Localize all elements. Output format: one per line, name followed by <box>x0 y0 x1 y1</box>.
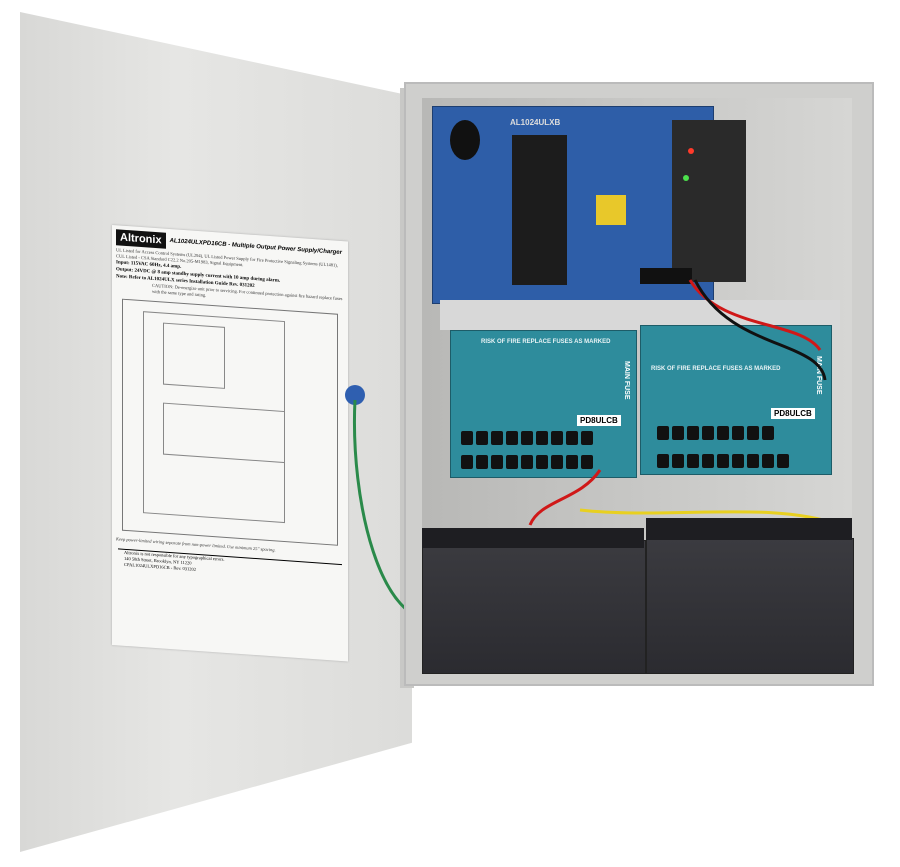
ground-terminal-door <box>345 385 365 405</box>
terminal-block <box>657 426 774 440</box>
battery-left-top <box>422 528 644 548</box>
heatsink <box>672 120 746 282</box>
terminal-block <box>461 431 593 445</box>
battery-right-top <box>646 518 852 540</box>
door-label: Altronix AL1024ULXPD16CB - Multiple Outp… <box>112 225 348 662</box>
terminal-block <box>657 454 789 468</box>
fuse-warning: RISK OF FIRE REPLACE FUSES AS MARKED <box>481 339 611 345</box>
fuse-board-1: RISK OF FIRE REPLACE FUSES AS MARKED PD8… <box>450 330 637 478</box>
transformer <box>512 135 567 285</box>
transformer-yellow <box>596 195 626 225</box>
fuse-warning: RISK OF FIRE REPLACE FUSES AS MARKED <box>651 366 781 372</box>
fuse-board-2: RISK OF FIRE REPLACE FUSES AS MARKED PD8… <box>640 325 832 475</box>
main-fuse-label: MAIN FUSE <box>623 361 630 400</box>
led-red <box>688 148 694 154</box>
battery-right <box>646 538 854 674</box>
wiring-diagram <box>122 298 338 546</box>
main-fuse-label: MAIN FUSE <box>815 356 822 395</box>
capacitor <box>450 120 480 160</box>
battery-left <box>422 540 646 674</box>
board-model-label: PD8ULCB <box>771 408 815 419</box>
psu-board-label: AL1024ULXB <box>510 118 561 127</box>
terminal-block <box>461 455 593 469</box>
altronix-logo: Altronix <box>116 229 166 249</box>
battery-wires <box>528 279 841 527</box>
board-model-label: PD8ULCB <box>577 415 621 426</box>
led-green <box>683 175 689 181</box>
psu-terminal-block <box>640 268 692 284</box>
